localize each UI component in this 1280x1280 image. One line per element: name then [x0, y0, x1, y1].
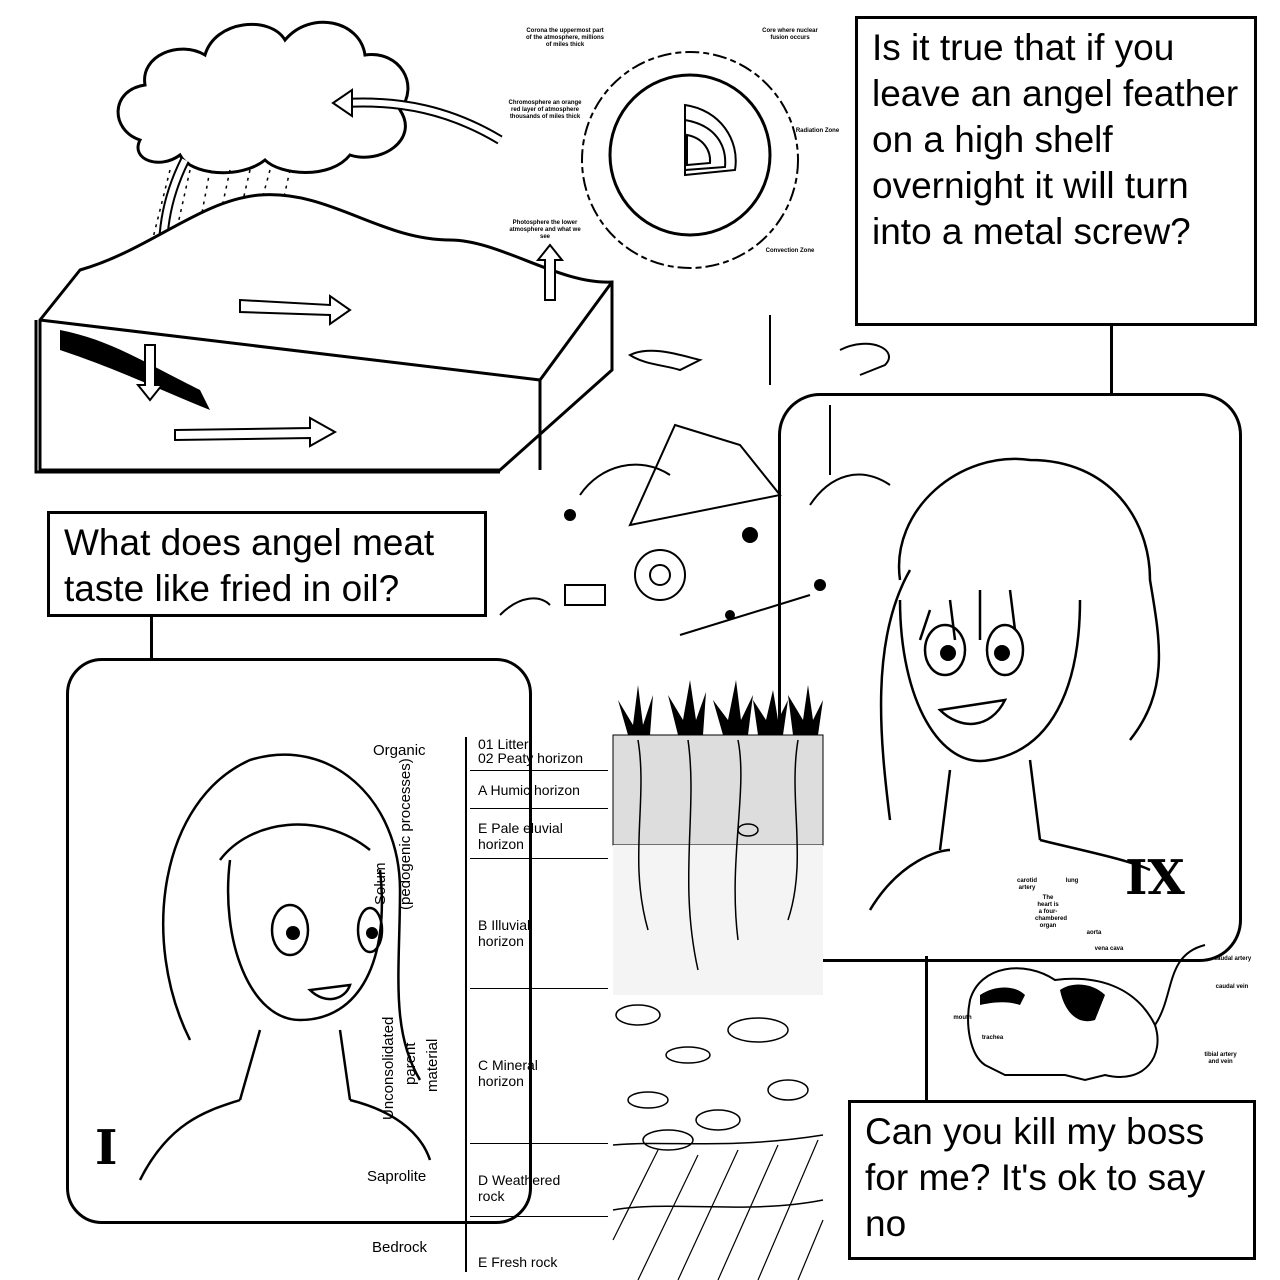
sun-diagram: [581, 51, 799, 269]
frog-label-mouth: mouth: [953, 1015, 972, 1021]
frog-label-trachea: trachea: [981, 1035, 1004, 1041]
soil-horizon-litter: 01 Litter: [478, 736, 529, 752]
frog-label-tibial: tibial artery and vein: [1204, 1052, 1237, 1065]
sun-label-photosphere: Photosphere the lower atmosphere and wha…: [509, 220, 581, 240]
girl-left-drawing: [138, 753, 432, 1181]
frog-label-heart: The heart is a four-chambered organ: [1035, 895, 1068, 929]
girl-right-drawing: [868, 457, 1161, 911]
speech-text: Is it true that if you leave an angel fe…: [872, 27, 1239, 252]
speech-bubble-kill-boss: Can you kill my boss for me? It's ok to …: [848, 1100, 1256, 1260]
soil-zone-parent: parent: [402, 1042, 419, 1085]
speech-bubble-angel-feather: Is it true that if you leave an angel fe…: [855, 16, 1257, 326]
speech-text: What does angel meat taste like fried in…: [64, 522, 435, 609]
soil-profile-diagram: [612, 680, 824, 1280]
sun-label-core: Core where nuclear fusion occurs: [762, 28, 818, 41]
soil-horizon-fresh-rock: E Fresh rock: [478, 1254, 558, 1270]
soil-zone-saprolite: Saprolite: [367, 1168, 427, 1185]
bicycle-exploded-diagram: [499, 315, 891, 636]
soil-horizon-peaty: 02 Peaty horizon: [478, 750, 584, 766]
soil-zone-pedogenic: (pedogenic processes): [397, 758, 414, 910]
soil-zone-unconsolidated: Unconsolidated: [380, 1016, 397, 1120]
frog-label-caudal-vein: caudal vein: [1215, 984, 1249, 990]
soil-horizon-mineral: C Mineral horizon: [478, 1057, 538, 1089]
frog-label-carotid-artery: carotid artery: [1016, 878, 1037, 891]
frog-label-aorta: aorta: [1086, 930, 1102, 936]
panel-numeral-ix: IX: [1125, 850, 1185, 906]
frog-circulation-diagram: [967, 944, 1206, 1082]
frog-label-caudal-artery: caudal artery: [1213, 956, 1252, 962]
frog-label-vena-cava: vena cava: [1094, 946, 1124, 952]
soil-zone-solum: Solum: [372, 862, 389, 905]
soil-bracket-line: [465, 737, 467, 1272]
sun-label-chromosphere: Chromosphere an orange red layer of atmo…: [508, 100, 582, 120]
speech-text: Can you kill my boss for me? It's ok to …: [865, 1111, 1206, 1244]
sun-label-radiation-zone: Radiation Zone: [795, 128, 840, 134]
panel-left-girl: [66, 658, 532, 1224]
panel-numeral-i: I: [95, 1120, 118, 1176]
sun-label-corona: Corona the uppermost part of the atmosph…: [525, 28, 604, 48]
soil-zone-bedrock: Bedrock: [372, 1239, 428, 1256]
soil-horizon-humic: A Humic horizon: [478, 782, 580, 798]
soil-horizon-weathered-rock: D Weathered rock: [478, 1172, 561, 1204]
speech-bubble-angel-meat: What does angel meat taste like fried in…: [47, 511, 487, 617]
bubble-connector: [1110, 325, 1113, 395]
bubble-connector: [925, 956, 928, 1101]
panel-right-girl: [778, 393, 1242, 962]
soil-zone-material: material: [424, 1038, 441, 1092]
sun-label-convection-zone: Convection Zone: [765, 248, 815, 254]
soil-horizon-eluvial: E Pale eluvial horizon: [478, 820, 563, 852]
soil-horizon-illuvial: B Illuvial horizon: [478, 917, 531, 949]
soil-zone-organic: Organic: [373, 742, 426, 759]
bubble-connector: [150, 617, 153, 659]
water-cycle-diagram: [34, 20, 614, 474]
frog-label-lung: lung: [1065, 878, 1079, 884]
